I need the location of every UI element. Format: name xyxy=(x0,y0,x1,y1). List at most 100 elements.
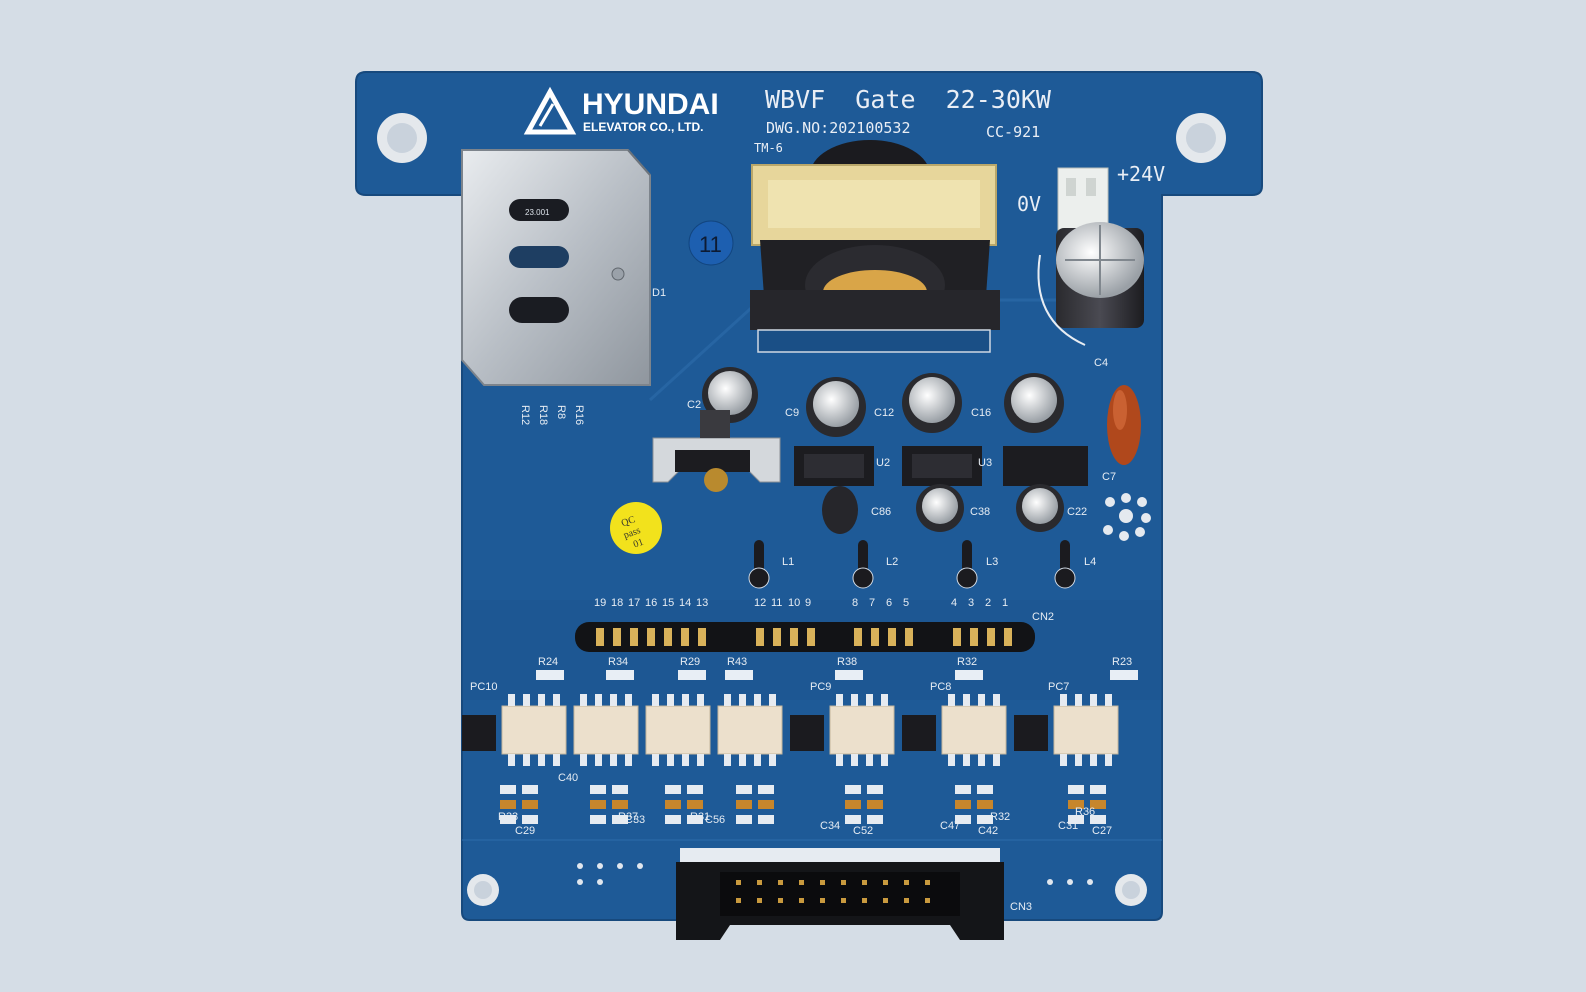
opto-pin xyxy=(948,754,955,766)
inductor-l2 xyxy=(852,540,874,589)
opto-pin xyxy=(610,754,617,766)
qc-sticker: QC pass 01 xyxy=(610,502,662,554)
svg-text:11: 11 xyxy=(699,232,722,257)
cn2-pin xyxy=(953,628,961,646)
bottom-component-label: C42 xyxy=(978,825,998,837)
resistor-label: R43 xyxy=(727,656,747,668)
cn2-pin-label: 3 xyxy=(968,597,974,609)
opto-pin xyxy=(851,754,858,766)
svg-text:01: 01 xyxy=(632,537,645,551)
smd-part xyxy=(612,800,628,809)
opto-pin xyxy=(739,694,746,706)
opto-pin xyxy=(1060,754,1067,766)
svg-text:R12: R12 xyxy=(519,405,531,425)
optocoupler xyxy=(717,705,783,755)
inductor-l1 xyxy=(748,540,770,589)
bottom-component-label: C29 xyxy=(515,825,535,837)
bottom-component-label: R33 xyxy=(498,811,518,823)
l1-label: L1 xyxy=(782,556,794,568)
smd-part xyxy=(590,800,606,809)
opto-pin xyxy=(881,694,888,706)
cn2-pin xyxy=(698,628,706,646)
cn2-pin-label: 16 xyxy=(645,597,657,609)
batch-sticker: 11 xyxy=(688,220,734,266)
smd-part xyxy=(955,785,971,794)
resistor-label: R38 xyxy=(837,656,857,668)
smd-part xyxy=(665,785,681,794)
smd-part xyxy=(867,815,883,824)
opto-pin xyxy=(697,694,704,706)
u2-label: U2 xyxy=(876,457,890,469)
cn2-pin xyxy=(970,628,978,646)
cn2-pin xyxy=(888,628,896,646)
opto-pin xyxy=(1075,754,1082,766)
smd-part xyxy=(867,785,883,794)
cn2-pin xyxy=(854,628,862,646)
resistor-label: R24 xyxy=(538,656,558,668)
smd-part xyxy=(687,800,703,809)
regulator-u3 xyxy=(902,446,982,486)
bottom-component-label: C33 xyxy=(625,814,645,826)
cn2-pin-label: 2 xyxy=(985,597,991,609)
opto-pin xyxy=(538,694,545,706)
smd-part xyxy=(1090,800,1106,809)
smd-part xyxy=(687,815,703,824)
c38-label: C38 xyxy=(970,506,990,518)
c86-label: C86 xyxy=(871,506,891,518)
resistor-pad xyxy=(678,670,706,680)
cn2-pin-label: 14 xyxy=(679,597,691,609)
c22-label: C22 xyxy=(1067,506,1087,518)
cn3-pin xyxy=(820,898,825,903)
bottom-component-label: R31 xyxy=(690,811,710,823)
opto-pin xyxy=(523,754,530,766)
smd-part xyxy=(500,785,516,794)
c4-label: C4 xyxy=(1094,357,1108,369)
opto-pin xyxy=(1090,754,1097,766)
optocoupler xyxy=(573,705,639,755)
optocoupler xyxy=(501,705,567,755)
model-label: WBVF Gate 22-30KW xyxy=(765,85,1052,114)
regulator-block xyxy=(1003,446,1088,486)
cn2-pin xyxy=(681,628,689,646)
optocoupler-labels: PC10 PC9 PC8 PC7 xyxy=(470,681,1069,693)
opto-pin xyxy=(652,754,659,766)
smd-part xyxy=(1090,815,1106,824)
opto-pin xyxy=(769,694,776,706)
smd-part xyxy=(955,800,971,809)
cn3-pin xyxy=(841,898,846,903)
cn3-pin xyxy=(799,880,804,885)
diode-label: D1 xyxy=(652,287,666,299)
smd-part xyxy=(1090,785,1106,794)
smd-part xyxy=(845,800,861,809)
opto-pin xyxy=(580,754,587,766)
cn2-pin-label: 17 xyxy=(628,597,640,609)
opto-pin xyxy=(523,694,530,706)
optocoupler xyxy=(645,705,711,755)
opto-pin xyxy=(697,754,704,766)
regulator-u2 xyxy=(794,446,874,486)
smd-part xyxy=(500,815,516,824)
cn2-pin-label: 4 xyxy=(951,597,957,609)
resistor-pad xyxy=(725,670,753,680)
hyundai-logo-icon xyxy=(523,86,577,135)
optocoupler xyxy=(829,705,895,755)
cn2-pin-label: 5 xyxy=(903,597,909,609)
bottom-component-label: C40 xyxy=(558,772,578,784)
cn2-pin-label: 12 xyxy=(754,597,766,609)
mounting-hole-bottom-left xyxy=(467,874,499,906)
cn3-pin xyxy=(883,880,888,885)
optocoupler xyxy=(1053,705,1119,755)
opto-pin xyxy=(610,694,617,706)
smd-part xyxy=(845,785,861,794)
opto-pin xyxy=(1075,694,1082,706)
smd-part xyxy=(977,815,993,824)
opto-pin xyxy=(595,754,602,766)
u3-label: U3 xyxy=(978,457,992,469)
cn3-pin xyxy=(904,898,909,903)
smd-part xyxy=(522,815,538,824)
c9-label: C9 xyxy=(785,407,799,419)
cn2-pin xyxy=(807,628,815,646)
opto-pin xyxy=(836,754,843,766)
